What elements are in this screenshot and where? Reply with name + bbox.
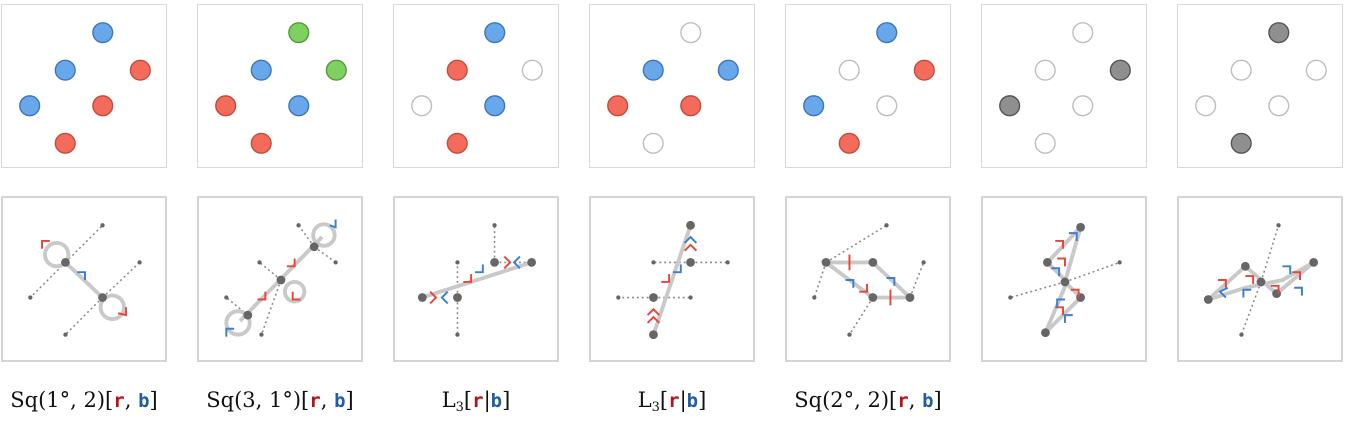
node-blue — [250, 59, 272, 81]
graph-diagram-2 — [224, 219, 338, 337]
node-blue — [803, 95, 825, 117]
node-blue — [717, 59, 739, 81]
node-panel-2 — [197, 4, 363, 168]
caption-1: Sq(1°, 2)[r, b] — [10, 388, 158, 412]
node-diagram-3 — [411, 22, 543, 154]
node-empty — [1268, 95, 1290, 117]
node-panel-4 — [589, 4, 755, 168]
node-green — [288, 22, 310, 44]
caption-2: Sq(3, 1°)[r, b] — [206, 388, 354, 412]
node-red — [913, 59, 935, 81]
graph-diagram-3 — [417, 223, 537, 337]
node-gray — [1268, 22, 1290, 44]
node-red — [838, 132, 860, 154]
node-panel-3 — [393, 4, 559, 168]
node-empty — [642, 132, 664, 154]
node-red — [92, 95, 114, 117]
node-red — [250, 132, 272, 154]
graph-diagram-4 — [616, 220, 730, 340]
node-blue — [642, 59, 664, 81]
node-empty — [1034, 59, 1056, 81]
graph-panel-6 — [981, 196, 1147, 362]
node-green — [325, 59, 347, 81]
node-red — [54, 132, 76, 154]
graph-panel-4 — [589, 196, 755, 362]
node-panel-6 — [981, 4, 1147, 168]
node-diagram-1 — [19, 22, 151, 154]
node-red — [446, 59, 468, 81]
node-empty — [876, 95, 898, 117]
graph-diagram-6 — [1008, 222, 1122, 338]
node-diagram-7 — [1195, 22, 1327, 154]
node-red — [607, 95, 629, 117]
node-diagram-2 — [215, 22, 347, 154]
node-empty — [1230, 59, 1252, 81]
node-diagram-4 — [607, 22, 739, 154]
node-gray — [999, 95, 1021, 117]
node-red — [215, 95, 237, 117]
node-empty — [411, 95, 433, 117]
node-empty — [1195, 95, 1217, 117]
node-red — [129, 59, 151, 81]
node-empty — [1072, 95, 1094, 117]
graph-panel-1 — [1, 196, 167, 362]
caption-5: Sq(2°, 2)[r, b] — [794, 388, 942, 412]
node-gray — [1109, 59, 1131, 81]
node-blue — [484, 22, 506, 44]
node-blue — [19, 95, 41, 117]
node-panel-7 — [1177, 4, 1343, 168]
graph-panel-3 — [393, 196, 559, 362]
node-blue — [876, 22, 898, 44]
node-panel-5 — [785, 4, 951, 168]
node-blue — [484, 95, 506, 117]
node-blue — [54, 59, 76, 81]
caption-3: L3[r|b] — [441, 388, 511, 415]
node-red — [446, 132, 468, 154]
graph-diagram-7 — [1203, 223, 1319, 337]
graph-panel-2 — [197, 196, 363, 362]
node-empty — [838, 59, 860, 81]
graph-panel-7 — [1177, 196, 1343, 362]
node-blue — [92, 22, 114, 44]
node-panel-1 — [1, 4, 167, 168]
node-empty — [521, 59, 543, 81]
node-gray — [1230, 132, 1252, 154]
node-red — [680, 95, 702, 117]
node-diagram-6 — [999, 22, 1131, 154]
graph-panel-5 — [785, 196, 951, 362]
node-empty — [1072, 22, 1094, 44]
caption-4: L3[r|b] — [637, 388, 707, 415]
node-empty — [1305, 59, 1327, 81]
node-empty — [1034, 132, 1056, 154]
node-blue — [288, 95, 310, 117]
node-empty — [680, 22, 702, 44]
graph-diagram-5 — [812, 223, 926, 337]
graph-diagram-1 — [28, 223, 142, 337]
node-diagram-5 — [803, 22, 935, 154]
